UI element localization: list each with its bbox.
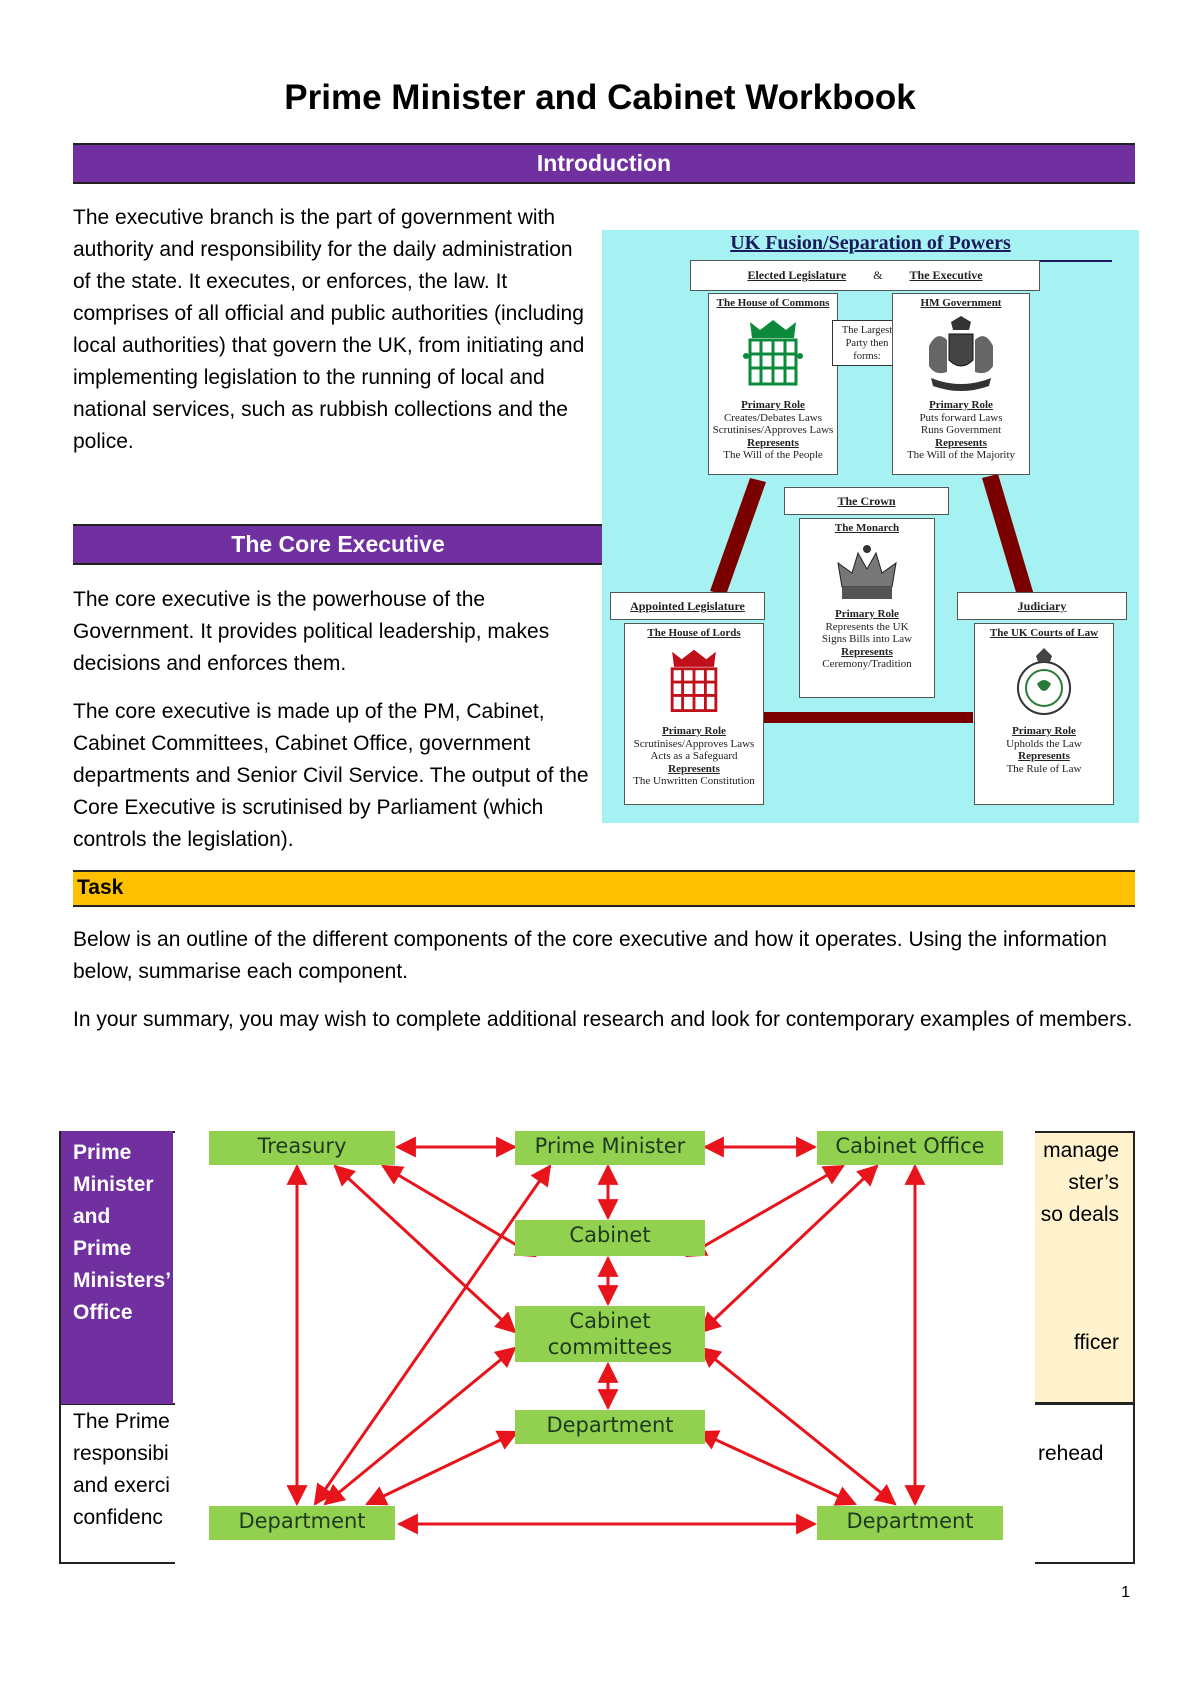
hm-government-box: HM Government Primary Role Puts forward …: [892, 293, 1030, 475]
courts-represents-label: Represents: [1018, 750, 1070, 762]
purple-cell-line-1: Prime: [73, 1141, 132, 1164]
cabinet-committees-line-2: committees: [547, 1335, 673, 1359]
judiciary-header-box: Judiciary: [957, 592, 1127, 620]
prime-minister-node: Prime Minister: [515, 1131, 705, 1165]
page-title: Prime Minister and Cabinet Workbook: [284, 78, 916, 117]
crown-header-box: The Crown: [784, 487, 949, 515]
commons-role-label: Primary Role: [741, 399, 805, 411]
commons-represents-label: Represents: [747, 436, 799, 449]
crown-header: The Crown: [837, 494, 896, 508]
purple-cell-line-5: Office: [73, 1301, 133, 1324]
task-paragraph-2: In your summary, you may wish to complet…: [73, 1008, 1133, 1031]
purple-cell-line-4: Ministers’: [73, 1269, 172, 1292]
purple-cell-line-3: and Prime: [73, 1205, 132, 1260]
introduction-heading: Introduction: [73, 143, 1135, 184]
lower-left-line-1: The Prime: [73, 1410, 170, 1433]
monarch-represents-label: Represents: [841, 645, 893, 658]
cabinet-office-node: Cabinet Office: [817, 1131, 1003, 1165]
lords-role-2: Acts as a Safeguard: [650, 750, 738, 762]
core-executive-flowchart: Treasury Prime Minister Cabinet Office C…: [175, 1122, 1035, 1570]
red-portcullis-icon: [670, 649, 718, 712]
yellow-cell-line-1: manage: [1043, 1139, 1119, 1162]
elected-legislature-label: Elected Legislature: [747, 268, 847, 282]
lords-represents: The Unwritten Constitution: [633, 775, 755, 787]
government-role-1: Puts forward Laws: [919, 411, 1003, 424]
core-executive-paragraph-2: The core executive is made up of the PM,…: [73, 700, 589, 851]
department-left-node: Department: [209, 1506, 395, 1540]
appointed-legislature-header: Appointed Legislature: [630, 599, 745, 613]
government-role-2: Runs Government: [920, 424, 1002, 436]
table-cell-prime-minister-office: Prime Minister and Prime Ministers’ Offi…: [61, 1131, 173, 1404]
courts-represents: The Rule of Law: [1006, 762, 1082, 775]
core-executive-heading: The Core Executive: [73, 524, 603, 565]
flowchart-arrows: [286, 1136, 926, 1535]
monarch-role-1: Represents the UK: [825, 620, 909, 633]
government-represents: The Will of the Majority: [906, 449, 1016, 461]
lower-left-line-2: responsibi: [73, 1442, 169, 1465]
cabinet-committees-node: Cabinet committees: [515, 1306, 705, 1362]
table-left-border: [59, 1131, 61, 1564]
supreme-court-emblem-icon: [1017, 647, 1071, 715]
government-title: HM Government: [920, 297, 1002, 309]
royal-coat-of-arms-icon: [929, 315, 993, 391]
department-middle-node: Department: [515, 1410, 705, 1444]
lords-represents-label: Represents: [668, 762, 720, 775]
monarch-role-label: Primary Role: [835, 608, 899, 620]
house-of-commons-box: The House of Commons Primary Role Create…: [708, 293, 838, 475]
commons-role-1: Creates/Debates Laws: [723, 411, 823, 424]
ampersand-label: &: [873, 268, 883, 282]
yellow-cell-line-3: so deals: [1040, 1203, 1119, 1226]
task-paragraph-1: Below is an outline of the different com…: [73, 928, 1107, 983]
commons-role-2: Scrutinises/Approves Laws: [712, 424, 834, 436]
intro-paragraph: The executive branch is the part of gove…: [73, 206, 585, 453]
crown-icon: [837, 544, 897, 599]
courts-box: The UK Courts of Law Primary Role Uphold…: [974, 623, 1114, 805]
courts-role-label: Primary Role: [1012, 725, 1076, 737]
yellow-cell-line-4: fficer: [1073, 1331, 1119, 1354]
task-heading: Task: [73, 870, 1135, 907]
commons-represents: The Will of the People: [723, 449, 823, 461]
department-right-node: Department: [817, 1506, 1003, 1540]
task-text: Below is an outline of the different com…: [73, 924, 1135, 1052]
appointed-legislature-header-box: Appointed Legislature: [610, 592, 765, 620]
monarch-title: The Monarch: [834, 522, 900, 534]
core-executive-text: The core executive is the powerhouse of …: [73, 584, 593, 872]
monarch-box: The Monarch Primary Role Represents the …: [799, 518, 935, 698]
executive-label: The Executive: [909, 268, 983, 282]
lords-title: The House of Lords: [647, 627, 741, 639]
page-number: 1: [1121, 1584, 1130, 1601]
courts-title: The UK Courts of Law: [989, 627, 1099, 639]
table-lower-left-text: The Prime responsibi and exerci confiden…: [73, 1406, 173, 1534]
separation-of-powers-diagram: UK Fusion/Separation of Powers Elected L…: [602, 230, 1139, 823]
treasury-node: Treasury: [209, 1131, 395, 1165]
lower-left-line-4: confidenc: [73, 1506, 163, 1529]
table-lower-right-text: rehead: [1038, 1442, 1104, 1465]
government-represents-label: Represents: [935, 436, 987, 449]
lords-role-1: Scrutinises/Approves Laws: [633, 737, 755, 750]
largest-party-box: The Largest Party then forms:: [832, 320, 902, 366]
cabinet-node: Cabinet: [515, 1220, 705, 1256]
cabinet-committees-line-1: Cabinet: [569, 1309, 651, 1333]
courts-role-1: Upholds the Law: [1006, 737, 1082, 750]
lower-left-line-3: and exerci: [73, 1474, 170, 1497]
diagram-title: UK Fusion/Separation of Powers: [730, 232, 1011, 254]
house-of-lords-box: The House of Lords Primary Role Scrutini…: [624, 623, 764, 805]
portcullis-icon: [743, 319, 803, 385]
commons-title: The House of Commons: [716, 297, 830, 309]
monarch-role-2: Signs Bills into Law: [821, 633, 913, 645]
yellow-cell-line-2: ster’s: [1068, 1171, 1119, 1194]
table-cell-yellow: manage ster’s so deals fficer: [1030, 1131, 1135, 1404]
executive-header-box: Elected Legislature & The Executive: [690, 260, 1040, 291]
purple-cell-line-2: Minister: [73, 1173, 154, 1196]
government-role-label: Primary Role: [929, 399, 993, 411]
judiciary-header: Judiciary: [1017, 599, 1067, 613]
monarch-represents: Ceremony/Tradition: [822, 658, 912, 670]
core-executive-paragraph-1: The core executive is the powerhouse of …: [73, 588, 550, 675]
lords-role-label: Primary Role: [662, 725, 726, 737]
